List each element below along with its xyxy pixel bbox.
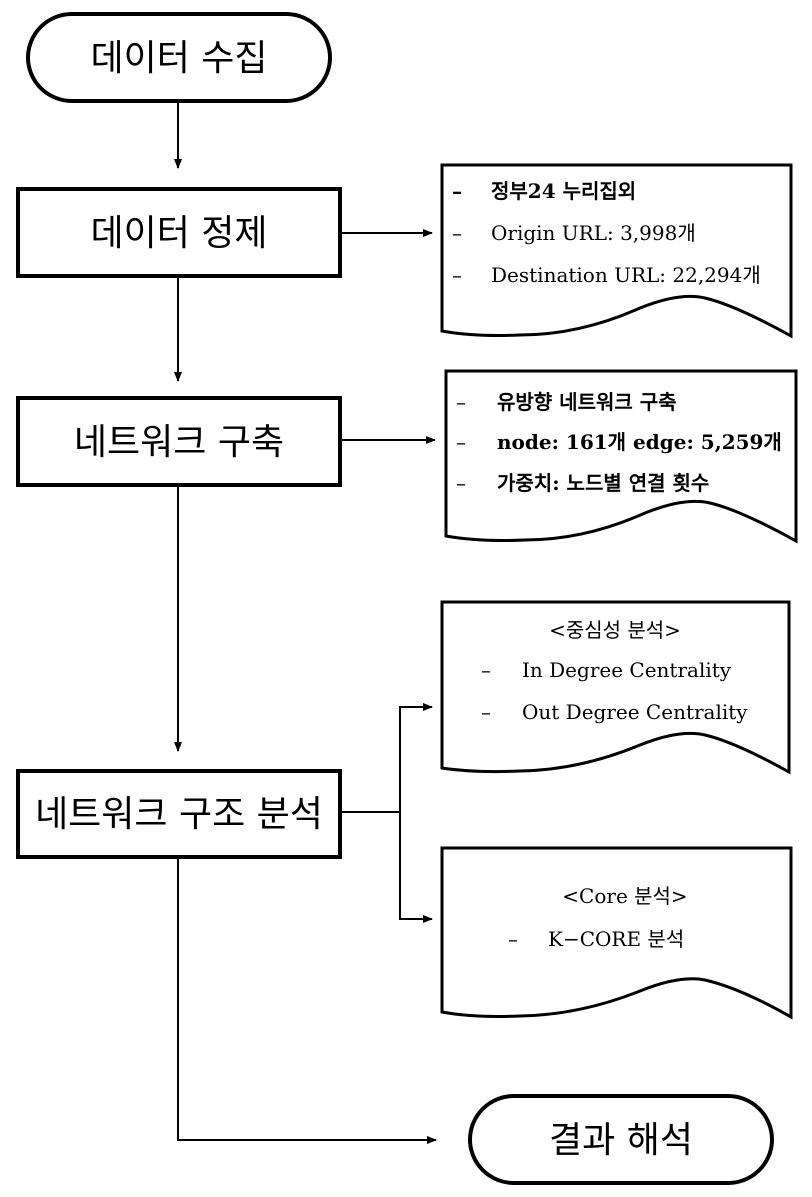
end-terminator-shape [468,1094,774,1185]
note-item: Destination URL: 22,294개 [491,263,761,287]
document-note-network: – 유방향 네트워크 구축 – node: 161개 edge: 5,259개 … [444,369,798,544]
note-bullet: – [481,658,491,682]
process-box [16,187,342,278]
note-item: In Degree Centrality [522,658,732,682]
note-item: 유방향 네트워크 구축 [497,390,677,414]
document-note-core: <Core 분석> – K−CORE 분석 [440,846,793,1020]
document-shape [440,846,793,1020]
note-item: 가중치: 노드별 연결 횟수 [497,471,709,495]
start-terminator-shape [26,12,332,103]
note-item: Origin URL: 3,998개 [491,221,696,245]
end-label: 결과 해석 [549,1120,693,1161]
note-bullet: – [481,700,491,724]
start-label: 데이터 수집 [90,38,267,79]
document-shape [440,163,793,339]
arrow-analysis-to-end [177,859,437,1144]
note-bullet: – [452,179,462,203]
end-terminator: 결과 해석 [468,1094,774,1185]
document-shape [444,369,798,544]
note-heading: <중심성 분석> [549,618,681,642]
note-bullet: – [452,263,462,287]
note-item: node: 161개 edge: 5,259개 [497,430,782,454]
process-label: 데이터 정제 [90,213,267,254]
note-bullet: – [456,471,466,495]
note-bullet: – [452,221,462,245]
note-item: K−CORE 분석 [548,927,684,951]
arrow-analysis-to-core [399,812,433,923]
note-item: Out Degree Centrality [522,700,748,724]
document-note-cleaning: – 정부24 누리집외 – Origin URL: 3,998개 – Desti… [440,163,793,339]
note-heading: <Core 분석> [562,884,687,908]
process-network-structure-analysis: 네트워크 구조 분석 [16,769,342,859]
process-box [16,769,342,859]
start-terminator: 데이터 수집 [26,12,332,103]
document-note-centrality: <중심성 분석> – In Degree Centrality – Out De… [440,600,791,775]
process-label: 네트워크 구축 [74,422,284,463]
process-data-cleaning: 데이터 정제 [16,187,342,278]
note-bullet: – [456,390,466,414]
note-bullet: – [508,927,518,951]
document-shape [440,600,791,775]
note-item: 정부24 누리집외 [491,179,636,203]
process-network-construction: 네트워크 구축 [16,396,342,487]
process-label: 네트워크 구조 분석 [35,794,323,835]
process-box [16,396,342,487]
connectors [174,102,437,1144]
arrow-analysis-to-centrality [342,703,433,813]
note-bullet: – [456,430,466,454]
